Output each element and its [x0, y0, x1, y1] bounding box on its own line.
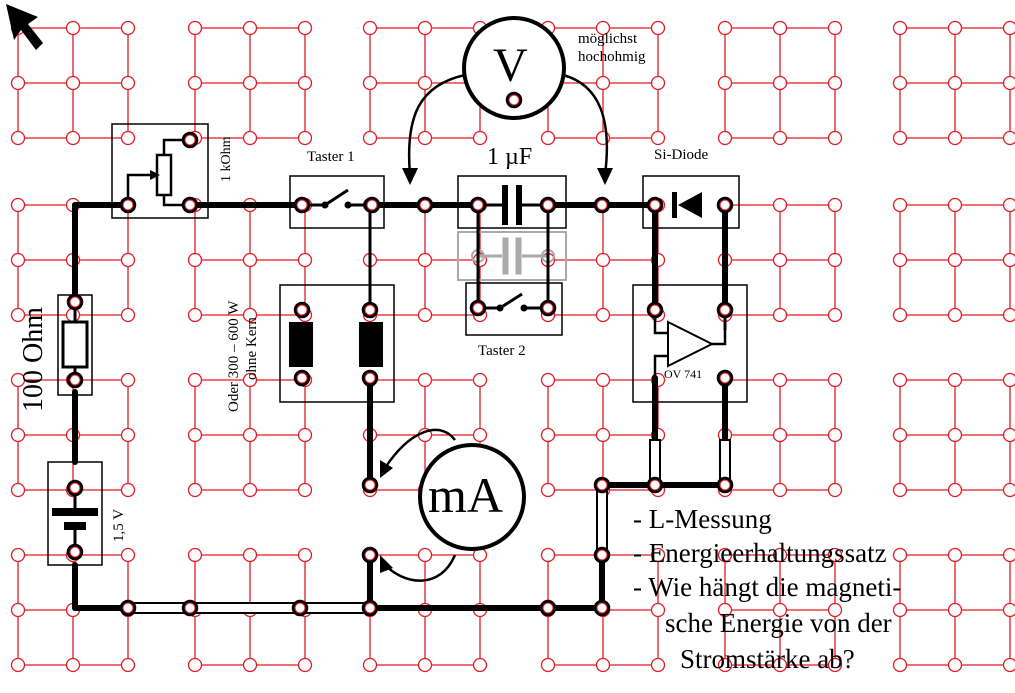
socket-ring — [364, 372, 376, 384]
socket-ring — [419, 199, 431, 211]
note-5: Stromstärke ab? — [680, 644, 855, 674]
socket-ring — [296, 372, 308, 384]
socket-ring — [364, 549, 376, 561]
socket-ring — [69, 296, 81, 308]
socket-ring — [719, 372, 731, 384]
voltmeter — [402, 16, 613, 185]
socket-ring — [542, 602, 554, 614]
taster-2-label: Taster 2 — [478, 343, 526, 359]
socket-ring — [69, 374, 81, 386]
socket-ring — [184, 134, 196, 146]
resistor-label: 100 Ohm — [18, 307, 49, 412]
opamp-label: OV 741 — [664, 367, 703, 381]
socket-ring — [69, 482, 81, 494]
note-4: sche Energie von der — [665, 608, 892, 638]
socket-ring — [122, 199, 134, 211]
note-3: - Wie hängt die magneti- — [633, 572, 902, 602]
ammeter-symbol: mA — [428, 467, 503, 523]
diode-label: Si-Diode — [654, 147, 709, 163]
socket-ring — [719, 199, 731, 211]
taster-1-label: Taster 1 — [307, 149, 355, 165]
voltmeter-symbol: V — [493, 39, 528, 92]
cursor-arrow-icon — [6, 4, 43, 50]
socket-ring — [472, 199, 484, 211]
socket-ring — [542, 302, 554, 314]
socket-ring — [649, 199, 661, 211]
socket-ring — [508, 94, 520, 106]
socket-ring — [184, 199, 196, 211]
coil-label-line2: ohne Kern — [244, 317, 260, 380]
ammeter — [380, 428, 526, 582]
battery — [47, 461, 103, 566]
socket-ring — [364, 479, 376, 491]
diode — [642, 175, 740, 229]
socket-ring — [719, 479, 731, 491]
socket-ring — [596, 479, 608, 491]
socket-ring — [296, 304, 308, 316]
battery-label: 1,5 V — [111, 508, 127, 542]
opamp — [632, 284, 748, 403]
socket-ring — [596, 549, 608, 561]
capacitor-label: 1 µF — [487, 144, 533, 170]
coil-label-line1: Oder 300 – 600 W — [226, 300, 242, 412]
potentiometer — [111, 123, 209, 219]
resistor — [57, 294, 93, 396]
socket-ring — [296, 199, 308, 211]
socket-ring — [649, 304, 661, 316]
note-1: - L-Messung — [633, 504, 772, 534]
note-2: - Energieerhaltungssatz — [633, 538, 887, 568]
socket-ring — [649, 479, 661, 491]
voltmeter-note-line2: hochohmig — [578, 49, 646, 65]
capacitor-faded — [457, 231, 567, 281]
wires — [72, 202, 728, 611]
socket-ring — [596, 602, 608, 614]
voltmeter-note-line1: möglichst — [578, 31, 638, 47]
socket-ring — [542, 199, 554, 211]
socket-ring — [719, 304, 731, 316]
potentiometer-label: 1 kOhm — [219, 136, 234, 183]
socket-ring — [472, 302, 484, 314]
socket-ring — [364, 602, 376, 614]
socket-ring — [69, 546, 81, 558]
socket-ring — [294, 602, 306, 614]
sockets — [66, 91, 734, 617]
socket-ring — [366, 199, 378, 211]
socket-ring — [364, 304, 376, 316]
socket-ring — [184, 602, 196, 614]
coil — [279, 284, 395, 403]
socket-ring — [596, 199, 608, 211]
socket-ring — [122, 602, 134, 614]
